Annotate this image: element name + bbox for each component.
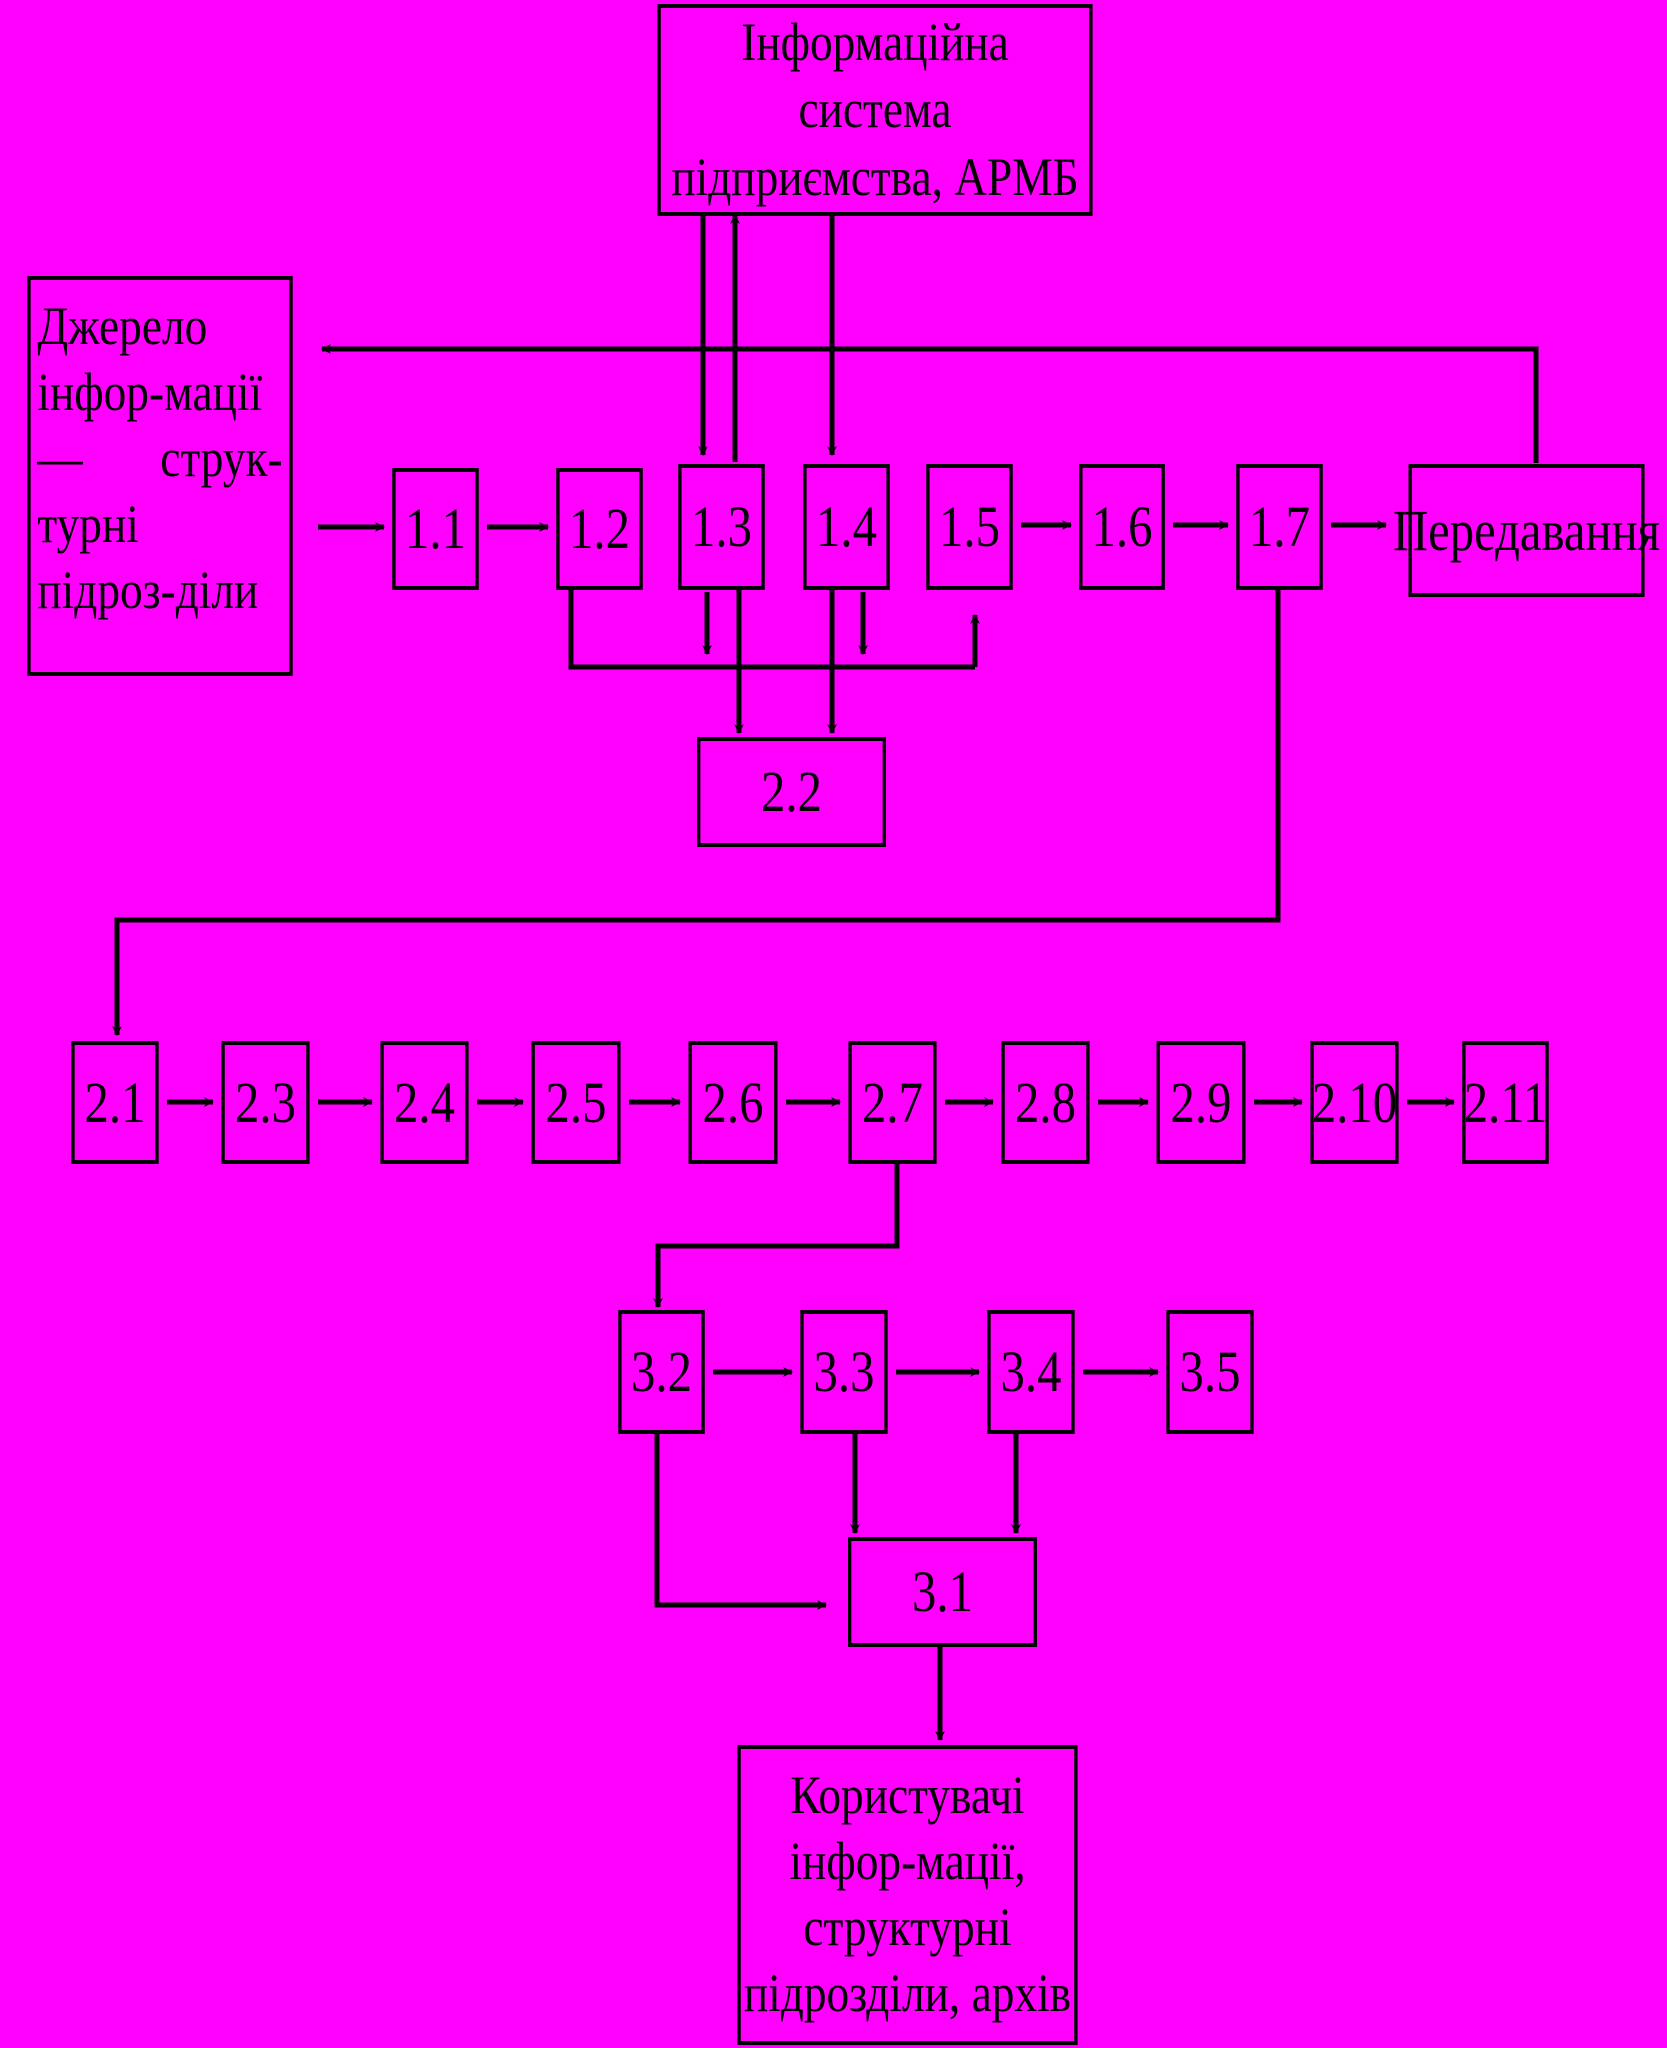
node-2-6: 2.6	[688, 1041, 778, 1164]
node-3-1: 3.1	[848, 1537, 1037, 1647]
transfer-box: Передавання	[1393, 464, 1660, 597]
info-source-box: Джерело інфор-мації — струк-турні підроз…	[27, 276, 293, 676]
node-3-4: 3.4	[987, 1310, 1075, 1434]
node-2-2: 2.2	[697, 737, 886, 847]
arrow-2-7-to-3-2	[653, 1164, 900, 1308]
node-1-2: 1.2	[556, 468, 643, 590]
enterprise-info-system-box: Інформаційна система підприємства, АРМБ	[657, 4, 1093, 216]
arrow-3-2-to-3-1	[654, 1434, 827, 1610]
node-1-5: 1.5	[926, 464, 1013, 590]
node-2-3: 2.3	[221, 1041, 310, 1164]
node-2-7: 2.7	[848, 1041, 937, 1164]
node-2-5: 2.5	[531, 1041, 621, 1164]
node-3-2: 3.2	[618, 1310, 705, 1434]
node-2-1: 2.1	[71, 1041, 159, 1164]
info-source-label: Джерело інфор-мації — струк-турні підроз…	[37, 296, 283, 620]
arrow-1-7-to-2-1	[112, 590, 1281, 1036]
node-3-3: 3.3	[800, 1310, 888, 1434]
node-2-8: 2.8	[1001, 1041, 1090, 1164]
info-users-label: Користувачі інфор-мації, структурні підр…	[743, 1765, 1072, 2023]
node-1-3: 1.3	[678, 464, 765, 590]
node-2-4: 2.4	[380, 1041, 469, 1164]
node-2-9: 2.9	[1156, 1041, 1246, 1164]
node-2-11: 2.11	[1462, 1041, 1549, 1164]
bus-line	[568, 590, 975, 670]
node-1-7: 1.7	[1236, 464, 1323, 590]
node-1-4: 1.4	[803, 464, 890, 590]
node-3-5: 3.5	[1166, 1310, 1254, 1434]
info-users-box: Користувачі інфор-мації, структурні підр…	[737, 1745, 1078, 2045]
node-2-10: 2.10	[1310, 1041, 1399, 1164]
enterprise-info-system-label: Інформаційна система підприємства, АРМБ	[671, 11, 1079, 207]
transfer-label: Передавання	[1392, 497, 1661, 563]
node-1-1: 1.1	[392, 468, 479, 590]
arrow-transfer-to-source	[321, 344, 1539, 463]
node-1-6: 1.6	[1079, 464, 1165, 590]
